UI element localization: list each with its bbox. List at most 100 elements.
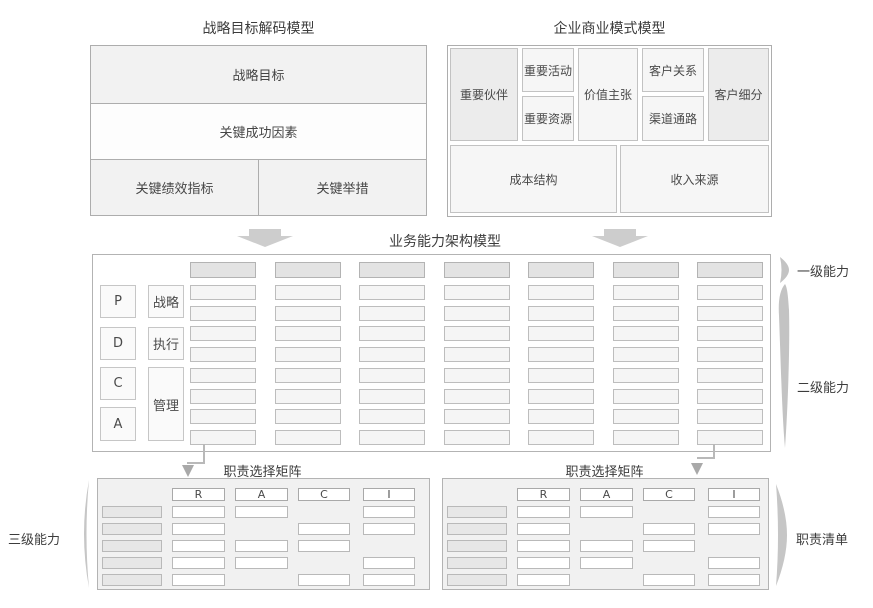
cap-level2-box (359, 306, 425, 321)
raci-cell-i (708, 506, 760, 518)
channels-cell: 渠道通路 (642, 96, 704, 141)
connector-left-horizontal-line (187, 462, 205, 464)
key-partners-cell: 重要伙伴 (450, 48, 518, 141)
cap-level2-box (613, 368, 679, 383)
raci-row-label (447, 523, 507, 535)
raci-cell-r (172, 557, 225, 569)
capability-grid (93, 255, 772, 453)
cap-level2-box (359, 326, 425, 341)
kpi-cell: 关键绩效指标 (91, 160, 259, 215)
raci-cell-r (517, 557, 570, 569)
raci-cell-r (172, 540, 225, 552)
cap-level2-box (190, 409, 256, 424)
capability-model-panel: P D C A 战略 执行 管理 (92, 254, 771, 452)
level3-bracket-icon (84, 480, 89, 588)
pdca-box-p: P (100, 285, 136, 318)
raci-row-label (447, 506, 507, 518)
cap-level2-box (528, 368, 594, 383)
key-activities-cell: 重要活动 (522, 48, 574, 92)
raci-cell-c (643, 540, 695, 552)
raci-cell-a (235, 540, 288, 552)
cap-level2-box (359, 285, 425, 300)
connector-right-vertical-line (713, 444, 715, 459)
business-model-title: 企业商业模式模型 (553, 21, 666, 37)
cap-level2-box (528, 347, 594, 362)
cap-level2-box (190, 389, 256, 404)
cap-level2-box (697, 285, 763, 300)
raci-header-a: A (235, 488, 288, 501)
level2-capability-label: 二级能力 (797, 381, 850, 396)
cap-level2-box (613, 326, 679, 341)
connector-left-arrowhead-icon (182, 465, 194, 477)
raci-cell-i (363, 557, 415, 569)
raci-row-label (447, 540, 507, 552)
raci-cell-r (172, 574, 225, 586)
raci-right-title: 职责选择矩阵 (565, 465, 644, 480)
raci-cell-c (298, 574, 350, 586)
raci-header-i: I (363, 488, 415, 501)
cap-level2-box (275, 368, 341, 383)
cost-structure-cell: 成本结构 (450, 145, 617, 213)
cap-level2-box (444, 347, 510, 362)
cap-level1-box (444, 262, 510, 278)
cap-level2-box (697, 306, 763, 321)
cap-level2-box (444, 368, 510, 383)
raci-header-r: R (172, 488, 225, 501)
cap-level2-box (275, 409, 341, 424)
strategic-goal-cell: 战略目标 (91, 46, 426, 104)
level2-bracket-icon (778, 284, 790, 448)
cap-level2-box (697, 368, 763, 383)
phase-box-strategy: 战略 (148, 285, 184, 318)
value-proposition-cell: 价值主张 (578, 48, 638, 141)
cap-level2-box (275, 430, 341, 445)
cap-level1-box (613, 262, 679, 278)
cap-level2-box (528, 285, 594, 300)
cap-level2-box (275, 306, 341, 321)
raci-header-a: A (580, 488, 633, 501)
raci-cell-r (517, 574, 570, 586)
cap-level2-box (190, 347, 256, 362)
raci-cell-c (643, 523, 695, 535)
raci-row-label (102, 540, 162, 552)
cap-level2-box (190, 430, 256, 445)
raci-row-label (447, 557, 507, 569)
cap-level2-box (359, 409, 425, 424)
key-resources-cell: 重要资源 (522, 96, 574, 141)
raci-header-r: R (517, 488, 570, 501)
raci-cell-c (643, 574, 695, 586)
connector-right-horizontal-line (697, 457, 715, 459)
cap-level2-box (528, 326, 594, 341)
cap-level2-box (528, 430, 594, 445)
cap-level1-box (275, 262, 341, 278)
cap-level2-box (190, 306, 256, 321)
raci-cell-r (172, 523, 225, 535)
cap-level2-box (359, 430, 425, 445)
raci-row-label (102, 557, 162, 569)
revenue-streams-cell: 收入来源 (620, 145, 769, 213)
raci-header-c: C (643, 488, 695, 501)
level3-capability-label: 三级能力 (8, 533, 61, 548)
cap-level2-box (275, 347, 341, 362)
raci-cell-a (580, 557, 633, 569)
strategy-model-panel: 战略目标 关键成功因素 关键绩效指标 关键举措 (90, 45, 427, 216)
raci-row-label (102, 523, 162, 535)
duty-list-label: 职责清单 (796, 533, 849, 548)
raci-cell-a (580, 506, 633, 518)
phase-box-management: 管理 (148, 367, 184, 441)
customer-segments-cell: 客户细分 (708, 48, 769, 141)
raci-header-i: I (708, 488, 760, 501)
level1-pointer-icon (780, 257, 789, 283)
down-arrow-right-icon (592, 229, 648, 247)
cap-level2-box (613, 409, 679, 424)
cap-level2-box (444, 285, 510, 300)
cap-level2-box (697, 409, 763, 424)
duty-list-bracket-icon (776, 484, 787, 586)
cap-level2-box (613, 285, 679, 300)
raci-cell-c (298, 540, 350, 552)
raci-cell-a (235, 506, 288, 518)
cap-level2-box (528, 409, 594, 424)
customer-relationships-cell: 客户关系 (642, 48, 704, 92)
raci-header-c: C (298, 488, 350, 501)
